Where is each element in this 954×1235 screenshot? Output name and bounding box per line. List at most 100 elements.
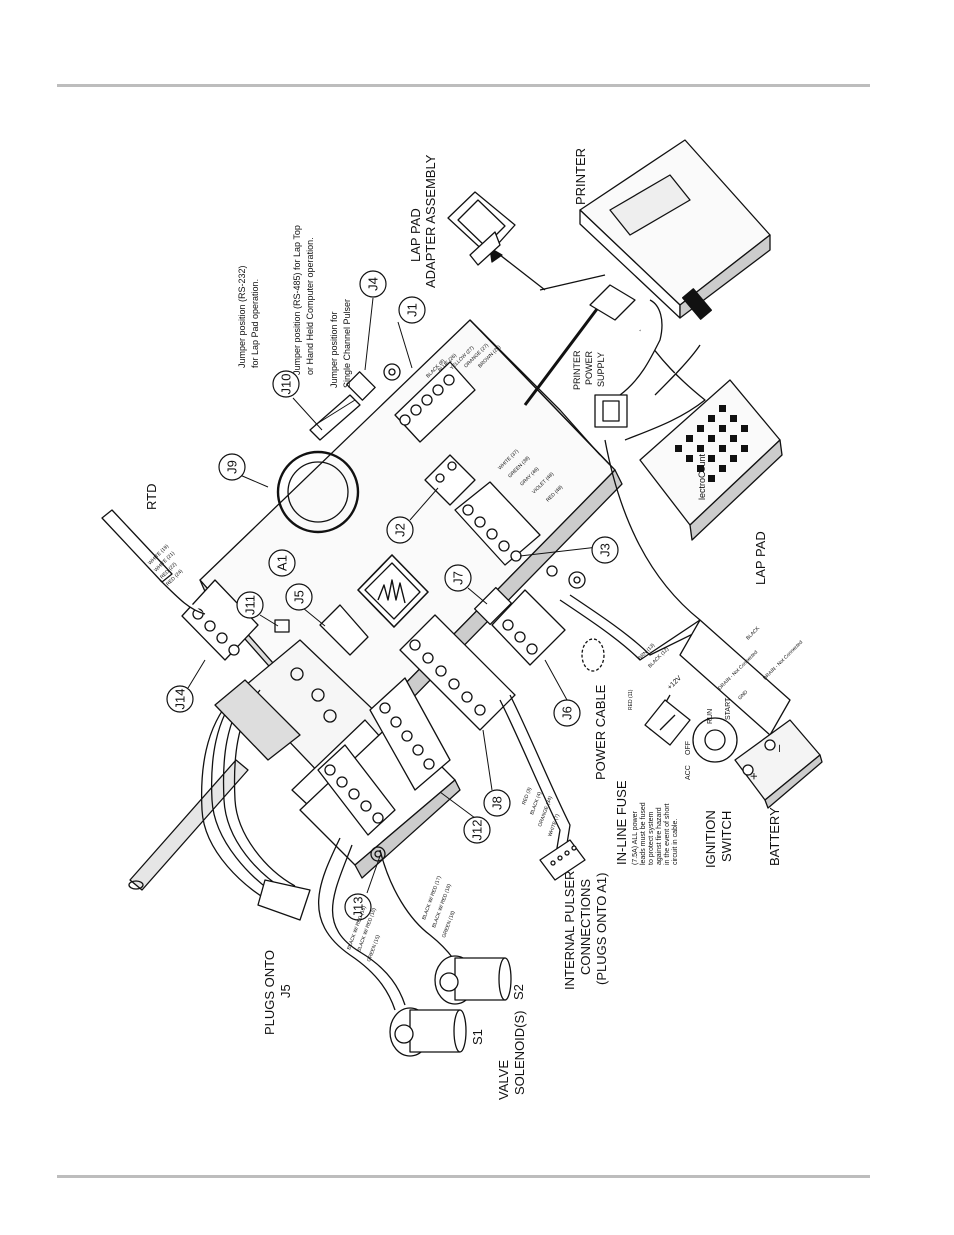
wire-solenoid-2: GREEN (15) [366, 934, 381, 963]
callout-j5: J5 [285, 583, 313, 611]
printer-power-supply-label-1: PRINTER [572, 350, 582, 390]
terminal-block-j13 [317, 744, 396, 836]
svg-text:J10: J10 [279, 374, 294, 395]
fuse-note-3: to protect system [648, 812, 655, 865]
fuse-note-6: circuit in cable. [672, 819, 679, 865]
fuse-note-1: (7.5A) ALL power [632, 811, 639, 865]
fuse-note-5: in the event of short [664, 803, 671, 865]
printer [579, 139, 771, 320]
pulser-label-1: INTERNAL PULSER [562, 871, 577, 990]
power-cable-label: POWER CABLE [593, 684, 608, 780]
svg-text:J13: J13 [351, 897, 366, 918]
callout-j2: J2 [386, 516, 414, 544]
jumper-header-j10 [309, 394, 361, 441]
header-j5 [319, 604, 369, 656]
lap-pad-label: LAP PAD [753, 531, 768, 585]
svg-text:J3: J3 [598, 543, 613, 557]
callout-j11: J11 [236, 591, 264, 619]
callout-j3: J3 [591, 536, 619, 564]
svg-text:J9: J9 [225, 460, 240, 474]
pulser-label-3: (PLUGS ONTO A1) [594, 873, 609, 985]
plugs-onto-label-2: J5 [278, 984, 293, 998]
pulser-connector [539, 839, 586, 881]
callout-j4: J4 [359, 270, 387, 298]
internal-pulser-cable [499, 694, 571, 861]
wire-pulser-1: BLACK (4) [529, 791, 543, 816]
j10-note-1: Jumper position (RS-485) for Lap Top [292, 225, 302, 375]
svg-text:J7: J7 [451, 571, 466, 585]
jumper-header-j4 [346, 371, 376, 401]
fuse-title: IN-LINE FUSE [614, 780, 629, 865]
svg-text:J6: J6 [560, 706, 575, 720]
rtd-label: RTD [144, 484, 159, 510]
svg-text:A1: A1 [275, 555, 290, 571]
plus12v-label: +12V [666, 675, 683, 692]
callout-leaders [187, 297, 599, 894]
ignition-off: OFF [685, 741, 692, 755]
ignition-label-1: IGNITION [703, 810, 718, 868]
wire-solenoid-5: GREEN (18) [441, 910, 456, 939]
valve-label-1: VALVE [496, 1060, 511, 1100]
wire-power-2: RED (11) [628, 689, 634, 710]
battery-plus: + [746, 772, 761, 780]
battery-label: BATTERY [767, 807, 782, 866]
printer-power-supply [594, 299, 701, 428]
mount-rod [128, 759, 249, 891]
terminal-block-j14 [181, 579, 259, 661]
callout-j9: J9 [218, 453, 246, 481]
ignition-run: RUN [707, 709, 714, 724]
s2-label: S2 [511, 984, 526, 1000]
wire-pulser-0: RED (3) [521, 786, 533, 805]
terminal-block-j12 [369, 677, 451, 791]
j4-note-2: Single Channel Pulser [342, 299, 352, 388]
ignition-switch [692, 717, 738, 763]
callout-j14: J14 [166, 685, 194, 713]
terminal-block-j8 [399, 614, 516, 731]
printer-power-supply-label-3: SUPPLY [596, 352, 606, 387]
svg-text:J8: J8 [490, 796, 505, 810]
callout-j12: J12 [463, 816, 491, 844]
terminal-block-j3 [454, 481, 541, 566]
rtd-probe [101, 509, 206, 615]
ignition-label-2: SWITCH [719, 811, 734, 862]
printer-label: PRINTER [573, 148, 588, 205]
valve-solenoid-s2 [434, 955, 512, 1005]
callout-a1: A1 [268, 549, 296, 577]
svg-text:J12: J12 [470, 820, 485, 841]
in-line-fuse [644, 699, 691, 746]
lap-pad-keypad [639, 379, 783, 541]
wire-drain-1: BLACK [745, 625, 761, 641]
callout-j7: J7 [444, 564, 472, 592]
jumper-j11 [274, 619, 290, 633]
j5-cable-harness [201, 679, 311, 921]
lap-pad-adapter-label-2: ADAPTER ASSEMBLY [423, 154, 438, 288]
svg-text:J5: J5 [292, 590, 307, 604]
lap-pad-adapter-assembly [447, 191, 516, 266]
svg-text:J1: J1 [405, 303, 420, 317]
terminal-block-j2 [424, 454, 476, 506]
j4-note-1: Jumper position for [329, 311, 339, 388]
header-rule [57, 84, 870, 87]
ignition-start: START [725, 697, 732, 720]
printer-data-cable [489, 247, 613, 406]
svg-text:J4: J4 [366, 277, 381, 291]
fuse-note-2: leads must be fused [640, 802, 647, 865]
valve-label-2: SOLENOID(S) [512, 1010, 527, 1095]
printer-power-supply-label-2: POWER [584, 350, 594, 385]
fuse-note-4: against fire hazard [656, 807, 663, 865]
s1-label: S1 [470, 1029, 485, 1045]
lap-pad-cable [604, 329, 706, 621]
svg-text:J2: J2 [393, 523, 408, 537]
callout-j10: J10 [272, 370, 300, 398]
callout-j6: J6 [553, 699, 581, 727]
callout-j1: J1 [398, 296, 426, 324]
a1-logo-chip [357, 554, 429, 628]
j9-note-1: Jumper position (RS-232) [237, 265, 247, 368]
keypad-brand: lectroCount [697, 453, 707, 500]
plugs-onto-label-1: PLUGS ONTO [262, 950, 277, 1035]
terminal-block-j6 [491, 589, 566, 666]
terminal-block-j1 [394, 361, 476, 443]
footer-rule [57, 1175, 870, 1178]
ignition-acc: ACC [685, 765, 692, 780]
